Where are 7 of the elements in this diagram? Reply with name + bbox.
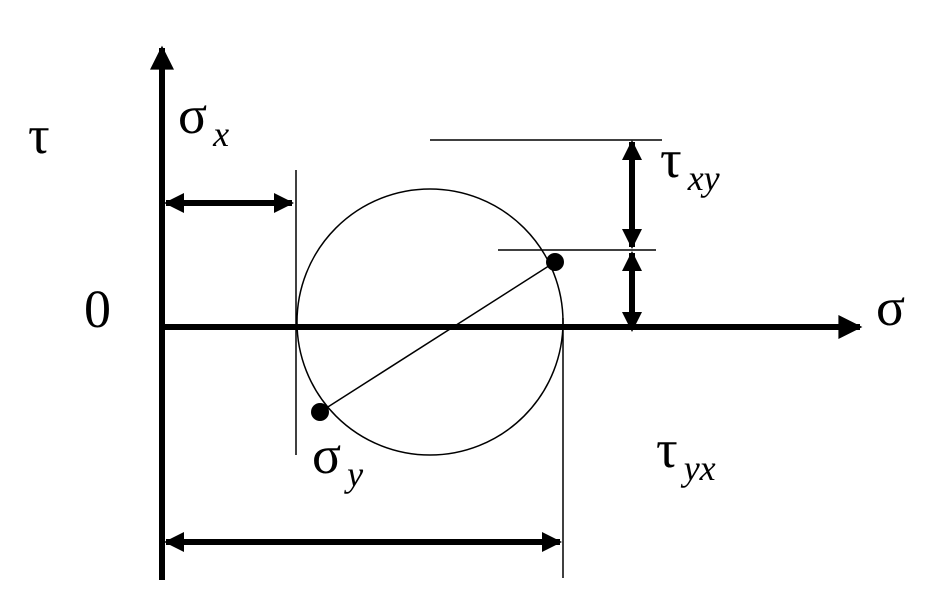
origin-label: 0 [84, 282, 111, 336]
dimension-label: σ$_{x}$ [178, 88, 230, 152]
dimension-label: τ$_{xy}$ [660, 132, 720, 196]
axis-label: τ [28, 108, 50, 162]
dimension-label: σ$_{y}$ [312, 428, 364, 492]
dimension-label: τ$_{yx}$ [656, 422, 716, 486]
axis-label: σ [876, 280, 906, 334]
